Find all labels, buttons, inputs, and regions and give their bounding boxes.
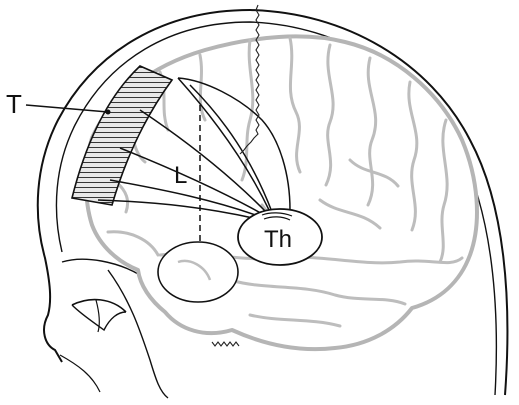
wavy-line-lower — [211, 341, 240, 347]
skull-inner-outline — [55, 21, 498, 396]
cheek-contour — [107, 269, 169, 399]
temporal-pole — [157, 241, 239, 303]
target-pointer-line — [25, 104, 109, 113]
nasal-contour — [59, 354, 101, 393]
thalamus-fiber-origins — [261, 212, 293, 221]
label-lesion: L — [174, 162, 187, 189]
scalp-outer-outline — [36, 8, 509, 396]
wavy-line-upper — [239, 4, 260, 155]
projection-fibers — [97, 77, 273, 221]
fan-boundary — [177, 77, 291, 211]
eye-upper-lid — [71, 298, 127, 313]
eye-socket — [95, 299, 100, 333]
temporal-gyrus-inner — [177, 259, 212, 281]
target-pointer-dot — [105, 109, 111, 115]
eye-lower-lid — [71, 304, 127, 332]
target-region-hatched — [71, 65, 174, 206]
label-thalamus: Th — [264, 226, 292, 253]
label-target: T — [6, 89, 22, 119]
thalamus-outline — [237, 208, 323, 266]
